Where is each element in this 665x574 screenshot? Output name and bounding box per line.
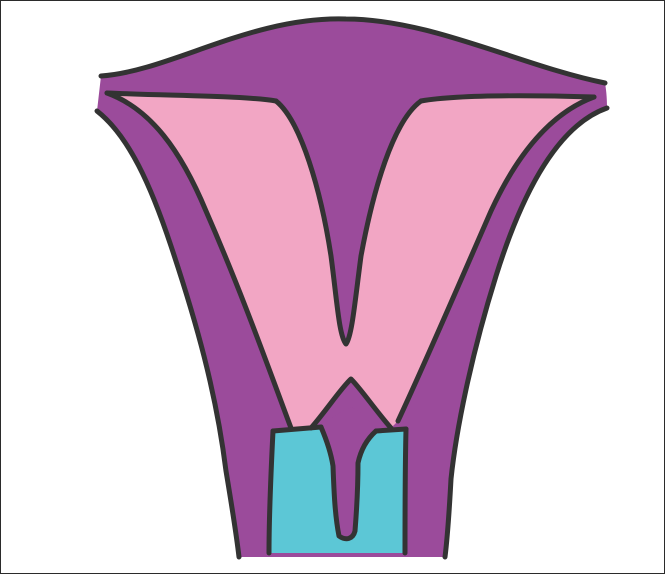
lower-right-wall [405,429,406,553]
lower-shelf-right [376,429,406,431]
